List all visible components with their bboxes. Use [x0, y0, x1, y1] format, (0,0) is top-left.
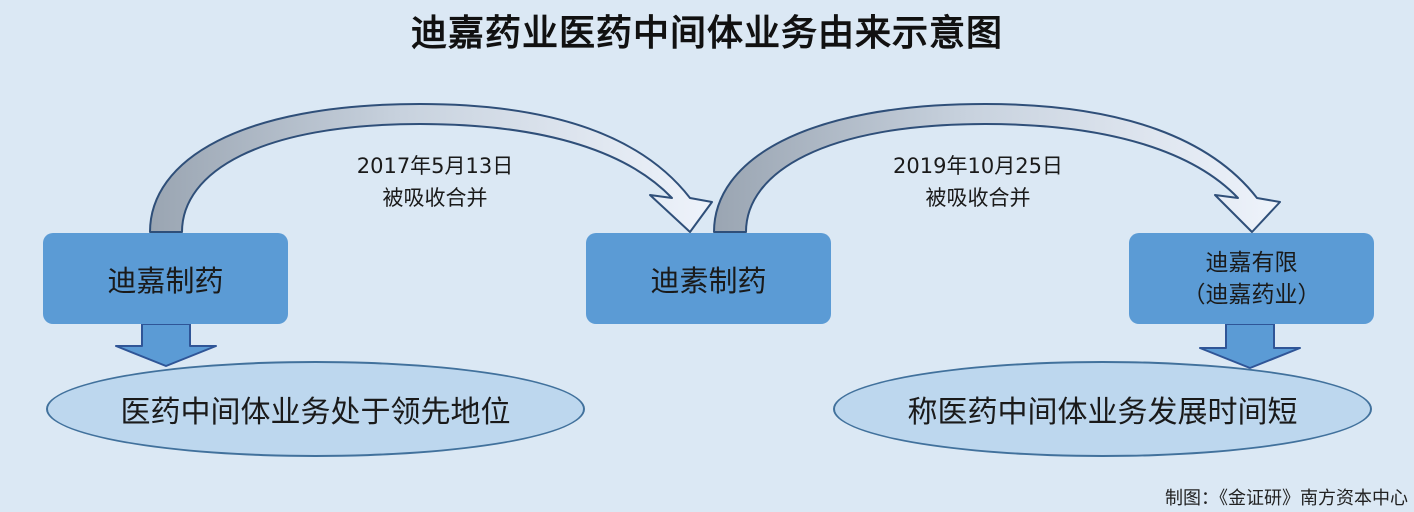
outcome-oval-left: 医药中间体业务处于领先地位 [46, 361, 585, 457]
event-date-2: 2019年10月25日 [893, 154, 1063, 178]
source-credit: 制图：《金证研》南方资本中心 [1165, 488, 1408, 509]
down-arrow-left [115, 323, 217, 367]
entity-sublabel-dijia-ltd: （迪嘉药业） [1182, 281, 1321, 308]
event-action-1: 被吸收合并 [382, 186, 488, 210]
entity-box-dijia-ltd: 迪嘉有限 （迪嘉药业） [1129, 233, 1374, 324]
event-label-2: 2019年10月25日 被吸收合并 [873, 150, 1083, 214]
event-action-2: 被吸收合并 [925, 186, 1031, 210]
curved-arrow-merge-1 [149, 103, 713, 233]
entity-box-disu: 迪素制药 [586, 233, 831, 324]
entity-label-disu: 迪素制药 [650, 263, 767, 298]
entity-box-dijia: 迪嘉制药 [43, 233, 288, 324]
outcome-oval-right: 称医药中间体业务发展时间短 [833, 361, 1372, 457]
outcome-label-right: 称医药中间体业务发展时间短 [907, 395, 1298, 430]
curved-arrow-merge-2 [713, 103, 1281, 233]
event-date-1: 2017年5月13日 [356, 154, 514, 178]
event-label-1: 2017年5月13日 被吸收合并 [330, 150, 540, 214]
entity-label-dijia-ltd: 迪嘉有限 [1205, 249, 1298, 276]
entity-label-dijia: 迪嘉制药 [107, 263, 224, 298]
outcome-label-left: 医药中间体业务处于领先地位 [120, 395, 511, 430]
down-arrow-right [1199, 323, 1301, 369]
diagram-title: 迪嘉药业医药中间体业务由来示意图 [410, 13, 1003, 54]
